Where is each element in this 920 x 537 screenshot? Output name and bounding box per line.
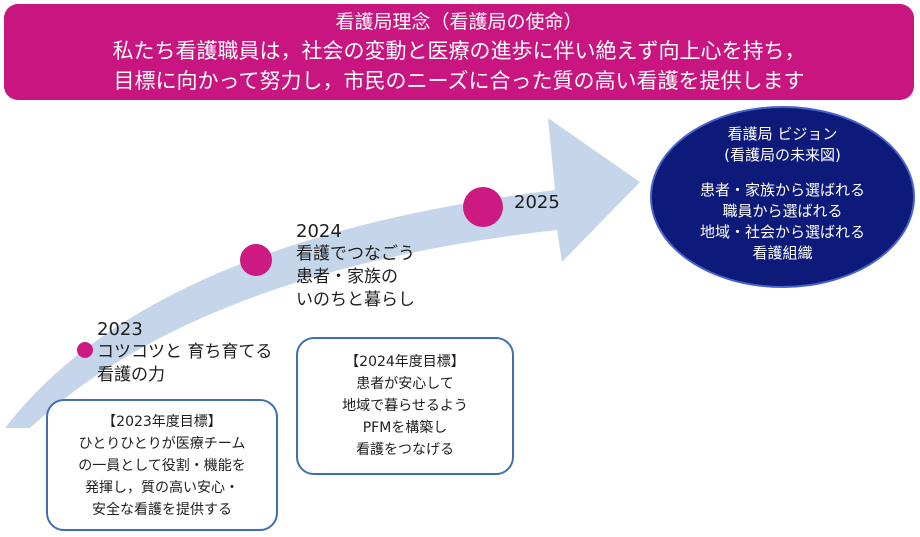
milestone-dot-2024 [240,244,272,276]
vision-title: 看護局 ビジョン [727,125,838,143]
goal-2023-line: の一員として役割・機能を [78,458,246,474]
vision-line: 職員から選ばれる [722,202,843,220]
stage-2025-year: 2025 [514,192,560,213]
goal-2023-line: 発揮し，質の高い安心・ [85,480,239,496]
vision-line: 地域・社会から選ばれる [699,223,865,241]
stage-2023-year: 2023 [97,319,143,340]
stage-2023: 2023 コツコツと 育ち育てる 看護の力 [97,318,272,387]
goal-2024-line: 看護をつなげる [356,442,454,458]
banner-line-2: 目標に向かって努力し，市民のニーズに合った質の高い看護を提供します [113,69,805,93]
goal-box-2023: 【2023年度目標】 ひとりひとりが医療チーム の一員として役割・機能を 発揮し… [46,399,278,531]
goal-2023-line: ひとりひとりが医療チーム [78,436,246,452]
goal-2023-line: 安全な看護を提供する [92,502,232,518]
banner-line-1: 私たち看護職員は，社会の変動と医療の進歩に伴い絶えず向上心を持ち， [112,39,806,63]
arrow-shape [5,118,640,428]
stage-2025: 2025 [514,191,560,214]
philosophy-banner: 看護局理念（看護局の使命） 私たち看護職員は，社会の変動と医療の進歩に伴い絶えず… [4,4,914,100]
stage-2024-slogan-1: 看護でつなごう [296,244,415,264]
stage-2023-slogan-2: 看護の力 [97,365,165,385]
goal-2024-line: PFMを構築し [362,420,448,436]
goal-2023-title: 【2023年度目標】 [102,414,222,430]
vision-subtitle: (看護局の未来図) [724,146,841,164]
vision-ellipse: 看護局 ビジョン (看護局の未来図) 患者・家族から選ばれる 職員から選ばれる … [650,106,915,288]
stage-2024-slogan-2: 患者・家族の [296,267,398,287]
banner-title: 看護局理念（看護局の使命） [335,11,583,33]
goal-2024-title: 【2024年度目標】 [345,354,465,370]
vision-line: 看護組織 [752,244,813,262]
goal-2024-line: 地域で暮らせるよう [342,398,468,414]
stage-2023-slogan-1: コツコツと 育ち育てる [97,342,273,362]
stage-2024: 2024 看護でつなごう 患者・家族の いのちと暮らし [296,220,415,312]
milestone-dot-2025 [463,187,503,227]
vision-line: 患者・家族から選ばれる [699,181,865,199]
goal-2024-line: 患者が安心して [356,376,454,392]
stage-2024-year: 2024 [296,221,342,242]
stage-2024-slogan-3: いのちと暮らし [296,290,415,310]
milestone-dot-2023 [77,342,93,358]
goal-box-2024: 【2024年度目標】 患者が安心して 地域で暮らせるよう PFMを構築し 看護を… [296,337,514,475]
